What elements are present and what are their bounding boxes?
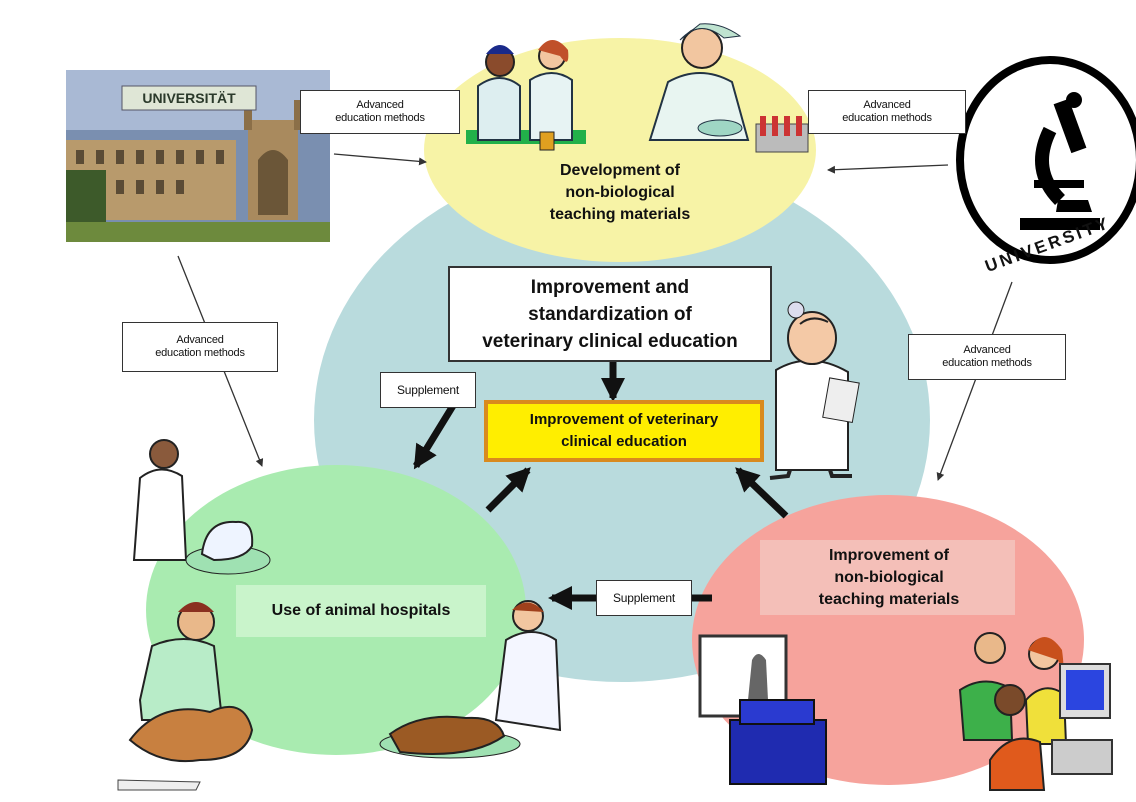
advanced-methods-left: Advanced education methods — [122, 322, 278, 372]
advanced-methods-top-right: Advanced education methods — [808, 90, 966, 134]
vet-dog-clipart — [132, 439, 271, 575]
classroom-clipart — [698, 632, 1113, 791]
students-clipart — [466, 40, 586, 151]
standardization-box: Improvement and standardization of veter… — [448, 266, 772, 362]
arrow-logo-to-right — [936, 281, 1013, 481]
left-label-backing — [236, 585, 486, 637]
top-circle-label: Development of non-biological teaching m… — [549, 162, 691, 223]
doctor-clipart — [769, 301, 860, 480]
university-sign: UNIVERSITÄT — [142, 90, 236, 106]
vet-lying-dog-clipart — [117, 602, 254, 791]
arrow-right-to-center — [735, 467, 789, 519]
arrow-left-to-center — [485, 467, 531, 513]
right-label-backing — [760, 540, 1015, 615]
advanced-methods-right: Advanced education methods — [908, 334, 1066, 380]
right-circle-label: Improvement of non-biological teaching m… — [818, 546, 960, 608]
left-circle-label: Use of animal hospitals — [271, 602, 451, 619]
vet-exam-clipart — [379, 600, 562, 759]
advanced-methods-top-left: Advanced education methods — [300, 90, 460, 134]
university-photo — [66, 70, 330, 242]
supplement-label-bottom: Supplement — [596, 580, 692, 616]
scientist-clipart — [648, 23, 809, 153]
arrow-univ-to-top — [333, 153, 427, 166]
supplement-label-left: Supplement — [380, 372, 476, 408]
university-logo — [956, 56, 1136, 264]
arrow-logo-to-top — [827, 164, 949, 174]
center-goal-box: Improvement of veterinary clinical educa… — [484, 400, 764, 462]
